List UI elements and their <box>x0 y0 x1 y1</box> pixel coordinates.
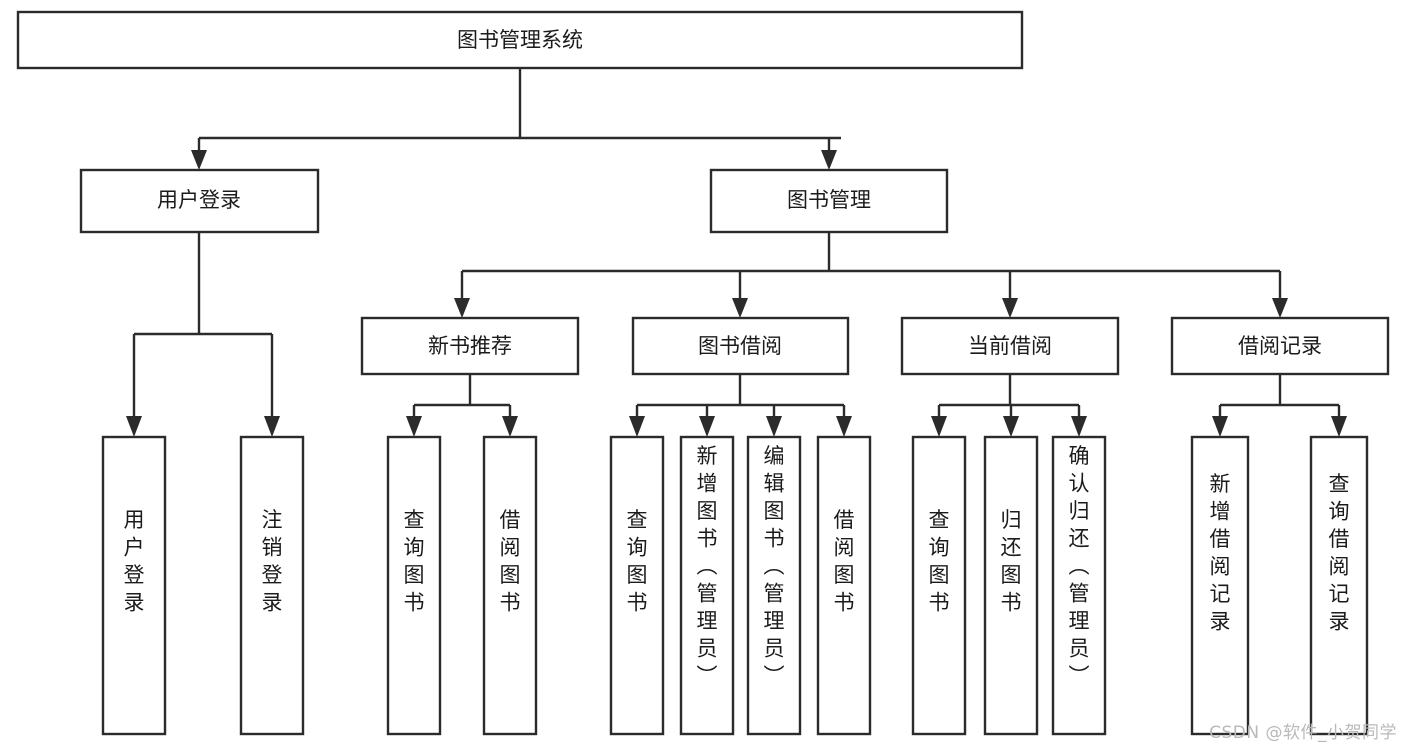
node-leaf-borrow-book-1[interactable]: 借阅图书 <box>482 435 538 736</box>
node-current-borrow-box[interactable] <box>900 316 1120 376</box>
node-current-borrow[interactable]: 当前借阅 <box>900 316 1120 376</box>
arrow-to-leaf-borrow-book-2 <box>836 416 852 437</box>
node-leaf-query-book-3-box[interactable] <box>911 435 967 736</box>
node-root-label: 图书管理系统 <box>457 28 583 52</box>
node-book-manage-box[interactable] <box>709 168 949 234</box>
arrow-to-book-borrow <box>732 298 748 318</box>
node-leaf-add-record-box[interactable] <box>1190 435 1250 736</box>
node-book-borrow-label: 图书借阅 <box>698 334 782 358</box>
watermark-label: CSDN @软件_小贺同学 <box>1209 723 1397 743</box>
arrow-to-leaf-query-record <box>1331 416 1347 437</box>
arrow-to-user-login <box>191 150 207 170</box>
node-leaf-return-book[interactable]: 归还图书 <box>983 435 1039 736</box>
node-leaf-user-login-box[interactable] <box>101 435 167 736</box>
node-leaf-edit-book-label: 编辑图书︵管理员︶ <box>764 444 785 688</box>
arrow-to-leaf-add-book <box>699 416 715 437</box>
node-leaf-logout-label: 注销登录 <box>262 508 283 615</box>
arrow-to-leaf-logout <box>264 416 280 437</box>
arrow-to-leaf-borrow-book-1 <box>502 416 518 437</box>
node-book-manage[interactable]: 图书管理 <box>709 168 949 234</box>
node-leaf-query-book-3-label: 查询图书 <box>929 508 950 615</box>
node-leaf-query-book-3[interactable]: 查询图书 <box>911 435 967 736</box>
node-leaf-query-record-label: 查询借阅记录 <box>1329 472 1350 634</box>
node-leaf-query-book-1-box[interactable] <box>386 435 442 736</box>
node-leaf-return-book-label: 归还图书 <box>1001 508 1022 615</box>
arrow-to-borrow-record <box>1272 298 1288 318</box>
node-user-login[interactable]: 用户登录 <box>79 168 320 234</box>
node-book-borrow-box[interactable] <box>631 316 850 376</box>
node-leaf-borrow-book-1-label: 借阅图书 <box>500 508 521 615</box>
arrow-to-leaf-query-book-2 <box>629 416 645 437</box>
node-user-login-box[interactable] <box>79 168 320 234</box>
node-leaf-query-record[interactable]: 查询借阅记录 <box>1309 435 1369 736</box>
node-leaf-confirm-return[interactable]: 确认归还︵管理员︶ <box>1051 435 1107 736</box>
arrow-to-leaf-add-record <box>1212 416 1228 437</box>
node-new-book-rec[interactable]: 新书推荐 <box>360 316 580 376</box>
node-leaf-borrow-book-1-box[interactable] <box>482 435 538 736</box>
arrow-to-current-borrow <box>1002 298 1018 318</box>
node-leaf-logout[interactable]: 注销登录 <box>239 435 305 736</box>
node-leaf-return-book-box[interactable] <box>983 435 1039 736</box>
node-new-book-rec-label: 新书推荐 <box>428 334 512 358</box>
connector-layer <box>126 68 1347 437</box>
node-leaf-edit-book-box[interactable] <box>746 435 802 736</box>
node-current-borrow-label: 当前借阅 <box>968 334 1052 358</box>
node-book-manage-label: 图书管理 <box>787 188 871 212</box>
arrow-to-leaf-confirm-return <box>1071 416 1087 437</box>
node-leaf-query-record-box[interactable] <box>1309 435 1369 736</box>
node-leaf-query-book-1[interactable]: 查询图书 <box>386 435 442 736</box>
node-leaf-query-book-2-label: 查询图书 <box>627 508 648 615</box>
node-leaf-edit-book[interactable]: 编辑图书︵管理员︶ <box>746 435 802 736</box>
node-leaf-add-book-box[interactable] <box>679 435 735 736</box>
node-root-box[interactable] <box>16 10 1024 70</box>
node-leaf-borrow-book-2-box[interactable] <box>816 435 872 736</box>
arrow-to-leaf-query-book-3 <box>931 416 947 437</box>
arrow-to-leaf-query-book-1 <box>406 416 422 437</box>
node-leaf-user-login-label: 用户登录 <box>124 508 145 615</box>
node-leaf-confirm-return-box[interactable] <box>1051 435 1107 736</box>
arrow-to-book-manage <box>821 150 837 170</box>
node-leaf-borrow-book-2[interactable]: 借阅图书 <box>816 435 872 736</box>
node-root[interactable]: 图书管理系统 <box>16 10 1024 70</box>
node-leaf-add-book-label: 新增图书︵管理员︶ <box>697 444 718 688</box>
node-leaf-logout-box[interactable] <box>239 435 305 736</box>
node-leaf-borrow-book-2-label: 借阅图书 <box>834 508 855 615</box>
arrow-to-new-book-rec <box>454 298 470 318</box>
node-leaf-query-book-1-label: 查询图书 <box>404 508 425 615</box>
node-new-book-rec-box[interactable] <box>360 316 580 376</box>
node-borrow-record-box[interactable] <box>1170 316 1390 376</box>
node-user-login-label: 用户登录 <box>157 188 241 212</box>
node-leaf-add-book[interactable]: 新增图书︵管理员︶ <box>679 435 735 736</box>
node-borrow-record[interactable]: 借阅记录 <box>1170 316 1390 376</box>
node-leaf-add-record-label: 新增借阅记录 <box>1210 472 1231 634</box>
node-leaf-user-login[interactable]: 用户登录 <box>101 435 167 736</box>
arrow-to-leaf-return-book <box>1003 416 1019 437</box>
arrow-to-leaf-edit-book <box>766 416 782 437</box>
node-leaf-query-book-2-box[interactable] <box>609 435 665 736</box>
node-leaf-add-record[interactable]: 新增借阅记录 <box>1190 435 1250 736</box>
node-book-borrow[interactable]: 图书借阅 <box>631 316 850 376</box>
arrow-to-leaf-user-login <box>126 416 142 437</box>
node-leaf-query-book-2[interactable]: 查询图书 <box>609 435 665 736</box>
node-borrow-record-label: 借阅记录 <box>1238 334 1322 358</box>
node-leaf-confirm-return-label: 确认归还︵管理员︶ <box>1069 444 1090 688</box>
